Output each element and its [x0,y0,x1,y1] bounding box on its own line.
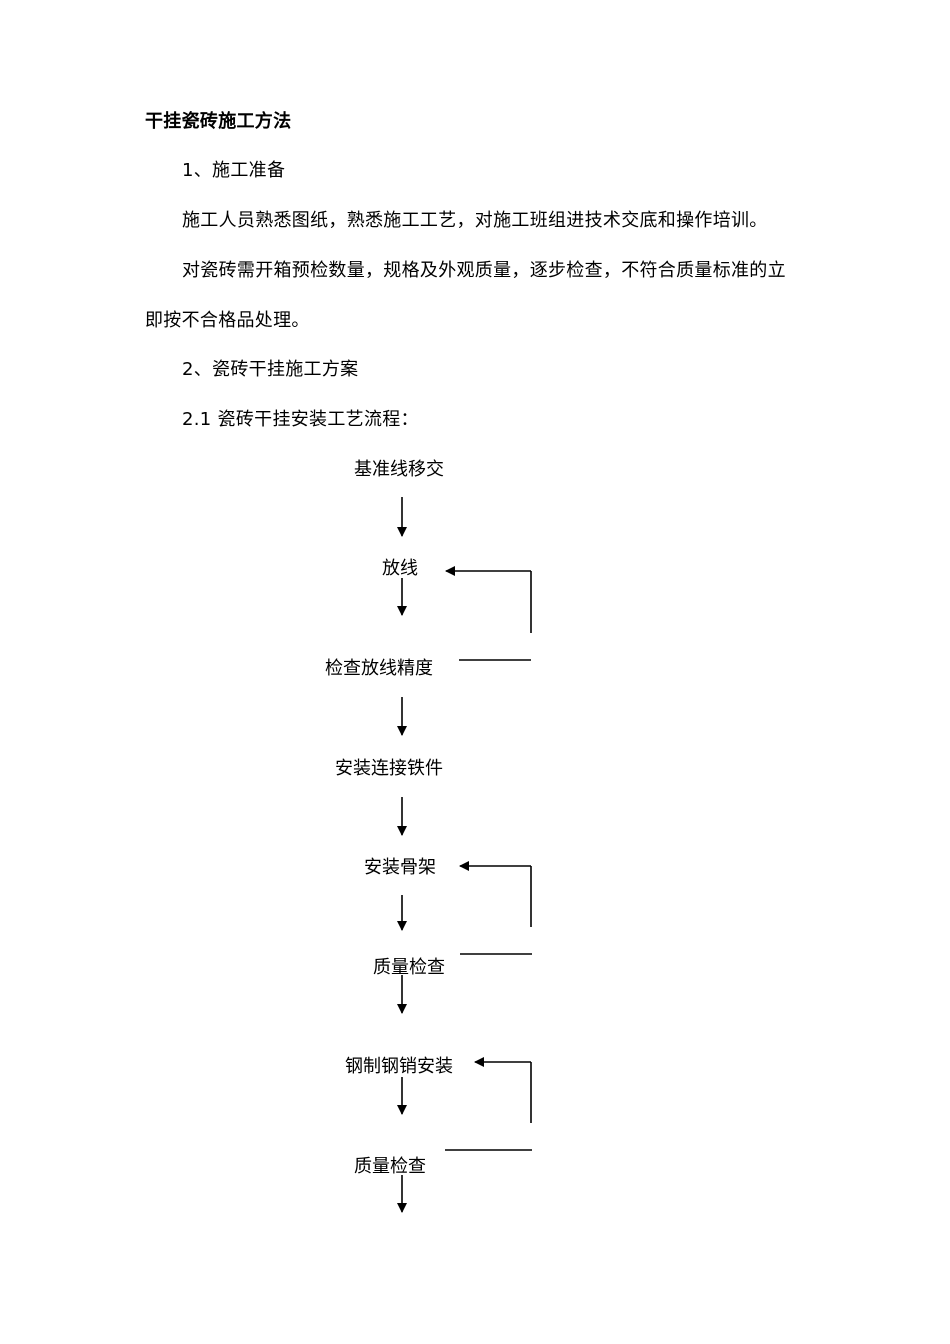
subsection-heading-flow: 2.1 瓷砖干挂安装工艺流程： [182,409,419,430]
document-title: 干挂瓷砖施工方法 [145,111,292,132]
paragraph-inspection-line2: 即按不合格品处理。 [145,310,310,331]
flow-node-check-precision: 检查放线精度 [325,658,433,679]
flow-node-quality-check-2: 质量检查 [354,1156,426,1177]
paragraph-personnel: 施工人员熟悉图纸，熟悉施工工艺，对施工班组进技术交底和操作培训。 [182,210,768,231]
flow-node-install-connectors: 安装连接铁件 [335,758,443,779]
flow-node-setting-out: 放线 [382,558,418,579]
section-heading-preparation: 1、施工准备 [182,160,286,181]
paragraph-inspection-line1: 对瓷砖需开箱预检数量，规格及外观质量，逐步检查，不符合质量标准的立 [182,260,786,281]
flow-node-quality-check-1: 质量检查 [373,957,445,978]
flow-node-install-frame: 安装骨架 [364,857,436,878]
flow-node-baseline-handover: 基准线移交 [354,459,444,480]
section-heading-plan: 2、瓷砖干挂施工方案 [182,359,359,380]
flow-node-steel-pin-install: 钢制钢销安装 [345,1056,453,1077]
